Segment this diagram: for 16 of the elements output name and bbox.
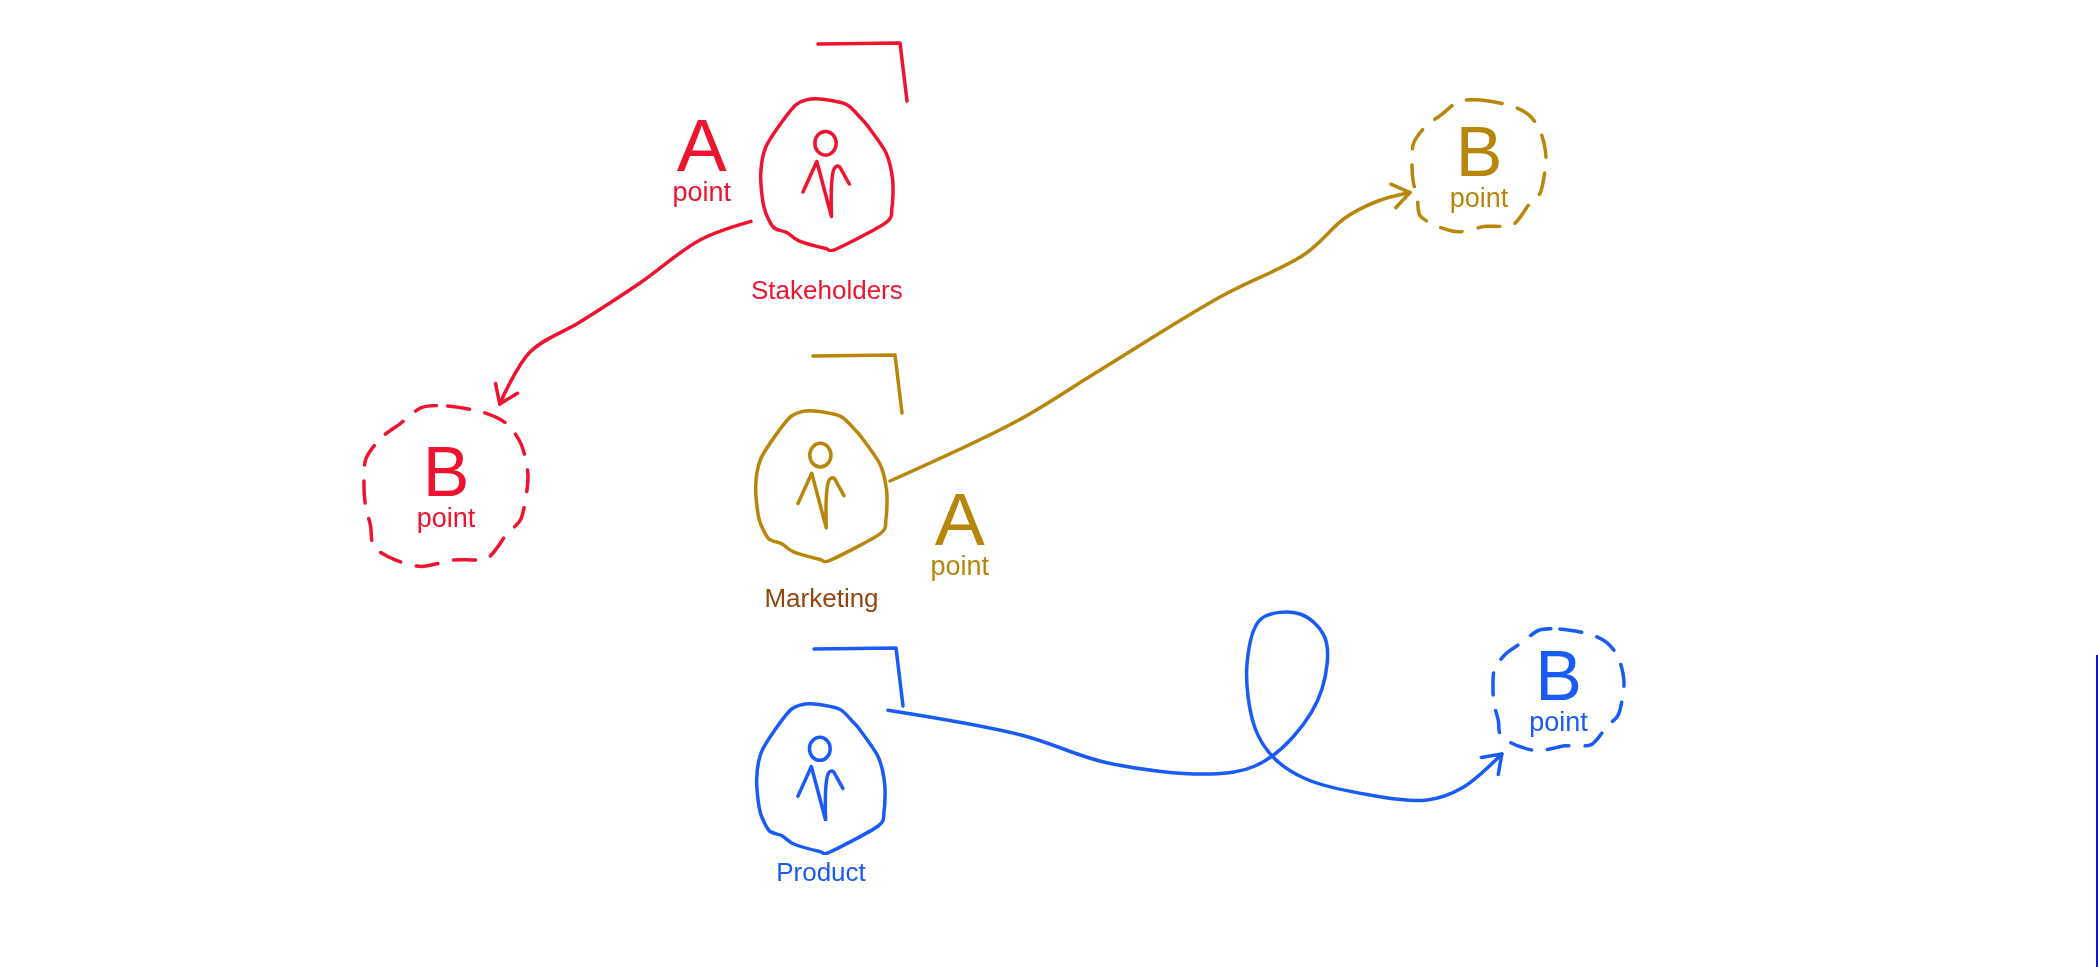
- node-letter: B: [1455, 120, 1503, 184]
- arrow: [493, 219, 753, 406]
- node-letter: B: [1535, 644, 1582, 708]
- side-caption: point: [930, 551, 990, 581]
- arrow: [886, 610, 1504, 803]
- node-label: Product: [776, 857, 866, 887]
- node-caption: point: [416, 504, 476, 533]
- side-caption: point: [672, 177, 732, 207]
- node-letter: B: [422, 441, 470, 505]
- node-label: Marketing: [764, 583, 879, 613]
- arrow: [888, 182, 1412, 483]
- side-letter: A: [676, 114, 727, 178]
- node-caption: point: [1449, 183, 1509, 213]
- node-caption: point: [1529, 707, 1588, 737]
- side-letter: A: [934, 488, 985, 552]
- node-label: Stakeholders: [751, 275, 903, 305]
